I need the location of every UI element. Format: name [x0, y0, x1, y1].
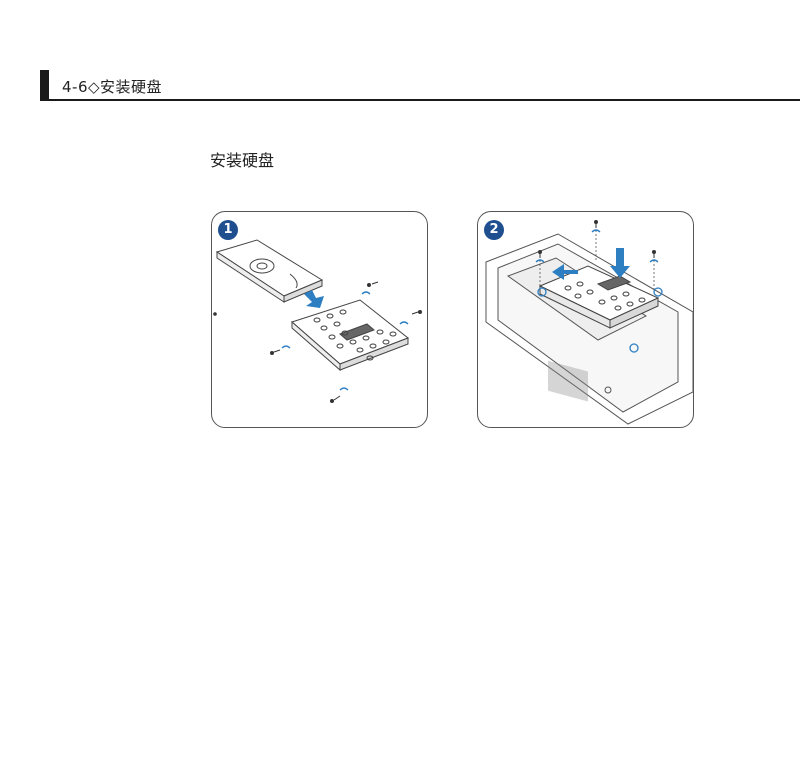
figure-step-2: 2 — [477, 211, 694, 428]
step-number-badge: 2 — [484, 220, 504, 240]
screw-icon — [538, 220, 656, 258]
push-arrow-icon — [552, 248, 630, 280]
section-title: 安装硬盘 — [210, 151, 275, 170]
hdd-bracket-illustration — [213, 239, 422, 403]
hdd-bracket-icon — [291, 299, 409, 372]
page-header-title: 4-6◇安装硬盘 — [62, 78, 163, 96]
slide-arrow-icon — [304, 290, 324, 308]
rotate-arrow-icon — [535, 229, 663, 353]
hdd-bay-illustration — [485, 220, 693, 425]
hdd-bracket-icon — [538, 265, 660, 329]
header-divider — [40, 99, 800, 101]
screw-icon — [213, 281, 422, 403]
hard-drive-icon — [215, 239, 324, 303]
figure-step-1: 1 — [211, 211, 428, 428]
rotate-arrow-icon — [281, 291, 409, 391]
header-marker-bar — [40, 70, 49, 101]
step-number-badge: 1 — [218, 220, 238, 240]
